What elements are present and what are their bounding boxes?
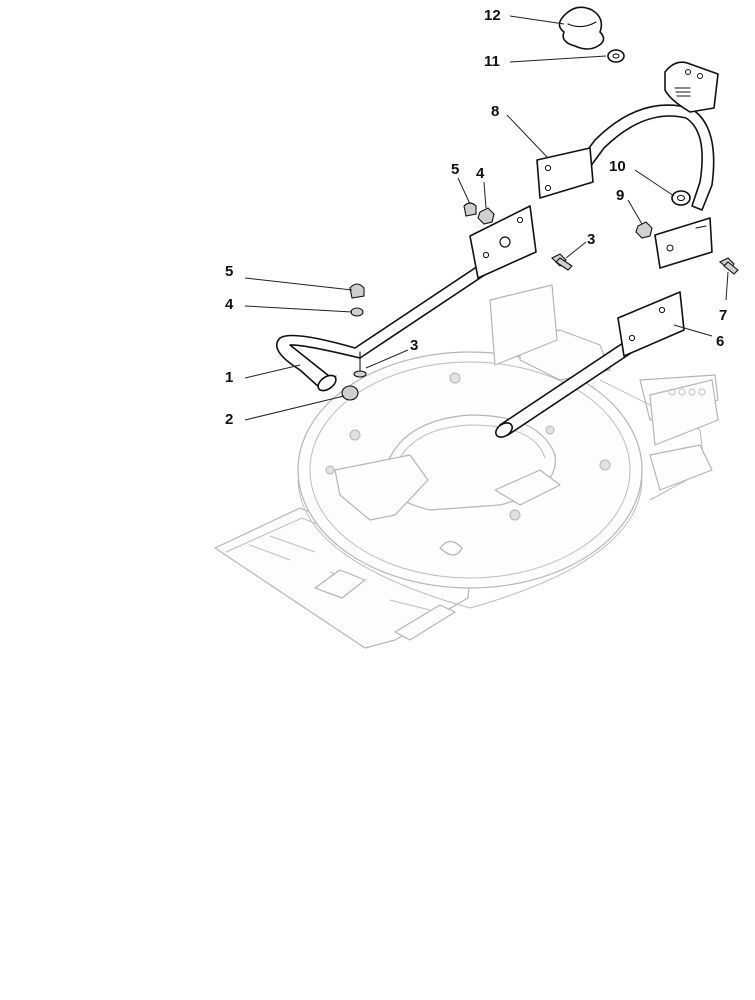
part-4-nut-lower (350, 307, 364, 317)
part-10-washer (671, 190, 691, 206)
part-1-left-lower-handle (275, 237, 529, 392)
part-7-bolt (718, 257, 739, 275)
part-11-washer (607, 49, 625, 63)
callout-6: 6 (716, 333, 724, 350)
callout-3b: 3 (410, 337, 418, 354)
callout-12: 12 (484, 7, 501, 24)
callout-2: 2 (225, 411, 233, 428)
leader-lines (244, 15, 729, 421)
part-5-cap-nut-lower (349, 283, 365, 299)
callout-1: 1 (225, 369, 233, 386)
callout-5b: 5 (225, 263, 233, 280)
part-5-cap-nut-upper (463, 202, 477, 217)
callout-4a: 4 (476, 165, 485, 182)
callout-3a: 3 (587, 231, 595, 248)
callout-7: 7 (719, 307, 727, 324)
part-4-nut-upper (477, 207, 495, 225)
part-1-bracket-plate (469, 205, 537, 279)
part-9-nut (635, 221, 653, 239)
part-2-plug (341, 385, 359, 401)
part-3-bolt-upper (551, 253, 573, 271)
part-6-right-lower-handle (495, 291, 685, 438)
callout-labels: 12 11 8 10 9 5 4 3 7 5 4 3 1 2 6 (225, 7, 727, 428)
callout-10: 10 (609, 158, 626, 175)
part-12-knob (558, 6, 605, 50)
callout-11: 11 (484, 53, 500, 70)
mower-deck-ghost (214, 284, 719, 649)
part-3-bolt-lower (353, 351, 367, 378)
part-8-upper-handle (536, 61, 719, 269)
callout-4b: 4 (225, 296, 234, 313)
callout-9: 9 (616, 187, 624, 204)
callout-8: 8 (491, 103, 499, 120)
callout-5a: 5 (451, 161, 459, 178)
